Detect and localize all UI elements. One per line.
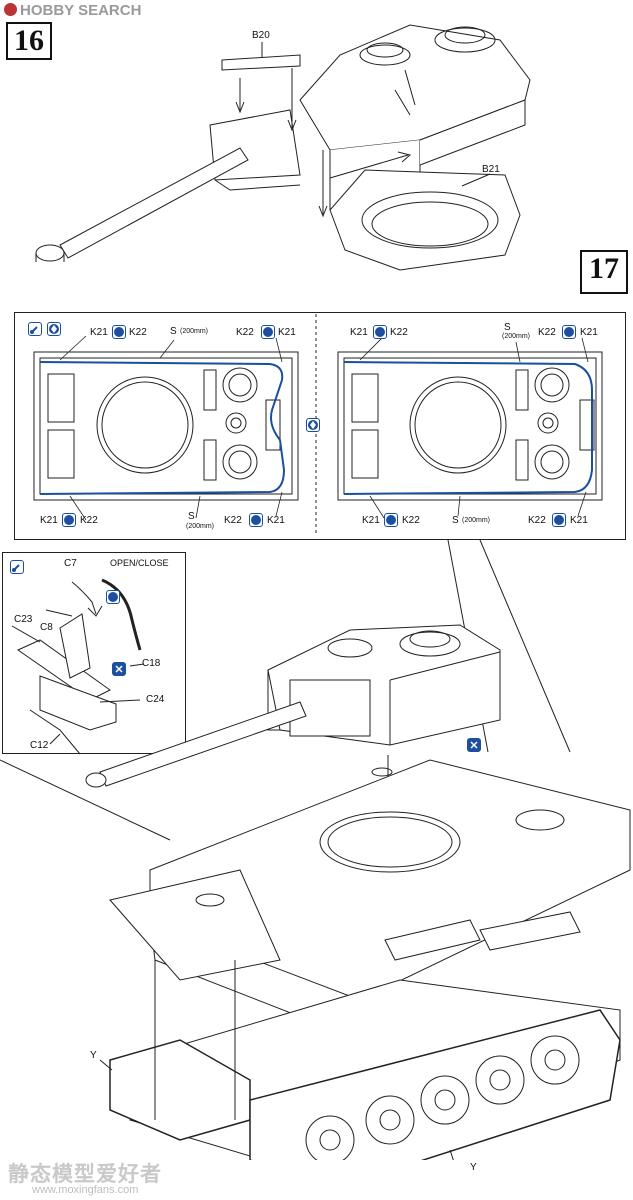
label-c23: C23 (14, 614, 33, 625)
label-c8: C8 (40, 622, 53, 633)
symmetric-parts-icon (47, 322, 61, 336)
label-open-close: OPEN/CLOSE (110, 558, 169, 568)
symmetric-parts-icon (373, 325, 387, 339)
symmetric-parts-icon (562, 325, 576, 339)
label-s-bottom-right: S (452, 515, 459, 526)
label-s-length-top-left: (200mm) (180, 328, 209, 335)
assembly-direction-icon (112, 662, 126, 676)
label-k21-bottom-left-2: K21 (362, 515, 380, 526)
label-k21-top-right-2: K21 (580, 327, 598, 338)
label-k21-bottom-left: K21 (40, 515, 58, 526)
symmetric-parts-icon (112, 325, 126, 339)
glue-icon (10, 560, 24, 574)
label-k21-top-left-2: K21 (350, 327, 368, 338)
hobby-search-watermark: HOBBY SEARCH (4, 2, 141, 19)
moxingfans-url: www.moxingfans.com (32, 1184, 139, 1196)
symmetric-parts-icon (261, 325, 275, 339)
travel-lock-illustration (11, 578, 145, 755)
label-k21-top-left: K21 (90, 327, 108, 338)
hobby-search-text: HOBBY SEARCH (20, 2, 142, 19)
symmetric-parts-icon (552, 513, 566, 527)
label-k21-bottom-right-2: K21 (570, 515, 588, 526)
label-k22-bottom-left-2: K22 (402, 515, 420, 526)
label-b21: B21 (482, 164, 500, 175)
label-s-length-bottom-right: (200mm) (462, 517, 491, 524)
label-c7: C7 (64, 558, 77, 569)
symmetric-parts-icon (249, 513, 263, 527)
label-k22-top-right: K22 (236, 327, 254, 338)
label-s-top-right: S (504, 322, 511, 333)
label-s-bottom-left: S (188, 511, 195, 522)
label-c24: C24 (146, 694, 165, 705)
label-k22-bottom-right-2: K22 (528, 515, 546, 526)
hobby-search-logo-icon (4, 3, 17, 16)
step-17-number: 17 (580, 250, 628, 294)
label-k22-bottom-left: K22 (80, 515, 98, 526)
label-y-right: Y (470, 1162, 477, 1173)
main-assembly-illustration (0, 540, 631, 1160)
label-k22-top-right-2: K22 (538, 327, 556, 338)
assembly-direction-icon (467, 738, 481, 752)
symmetric-parts-icon (106, 590, 120, 604)
label-k21-bottom-right: K21 (267, 515, 285, 526)
label-c12: C12 (30, 740, 49, 751)
glue-icon (28, 322, 42, 336)
label-k22-top-left: K22 (129, 327, 147, 338)
symmetric-parts-icon (306, 418, 320, 432)
label-y-left: Y (90, 1050, 97, 1061)
label-s-top-left: S (170, 326, 177, 337)
symmetric-parts-icon (62, 513, 76, 527)
cable-routing-diagram (33, 314, 603, 536)
symmetric-parts-icon (384, 513, 398, 527)
label-s-length-top-right: (200mm) (502, 333, 531, 340)
step-16-illustration (35, 24, 531, 271)
label-c18: C18 (142, 658, 161, 669)
label-s-length-bottom-left: (200mm) (186, 523, 215, 530)
label-k21-top-right: K21 (278, 327, 296, 338)
label-k22-top-left-2: K22 (390, 327, 408, 338)
label-b20: B20 (252, 30, 270, 41)
step-16-number: 16 (6, 22, 52, 60)
label-k22-bottom-right: K22 (224, 515, 242, 526)
moxingfans-watermark: 静态模型爱好者 (8, 1162, 162, 1186)
